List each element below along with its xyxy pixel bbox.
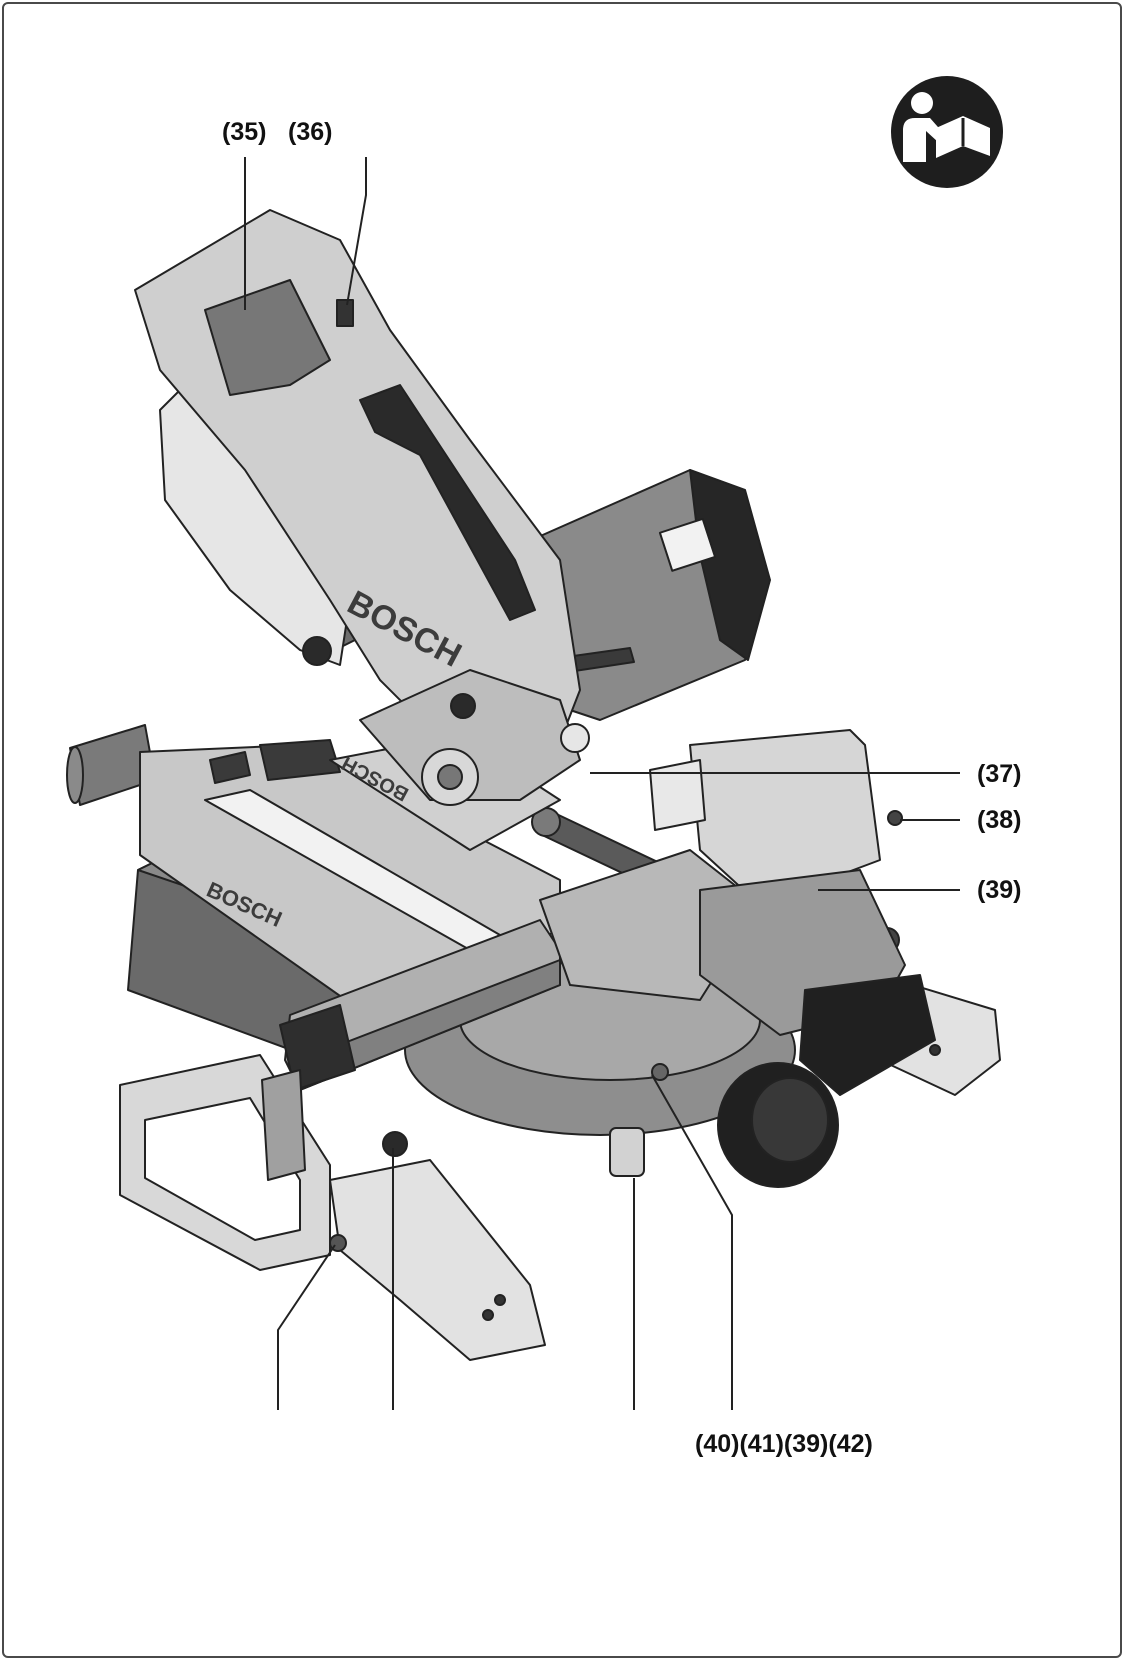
read-manual-icon xyxy=(891,76,1003,188)
callout-bottom: (40)(41)(39)(42) xyxy=(695,1430,873,1458)
saw-head xyxy=(134,209,590,806)
callout-35: (35) xyxy=(222,118,266,146)
callout-37: (37) xyxy=(977,760,1021,788)
leader-lines xyxy=(244,157,960,1410)
callout-36: (36) xyxy=(288,118,332,146)
callout-39: (39) xyxy=(977,876,1021,904)
saw-base xyxy=(119,729,1001,1361)
left-extension xyxy=(66,724,561,1181)
callout-38: (38) xyxy=(977,806,1021,834)
motor xyxy=(519,469,771,721)
front-slide-head xyxy=(699,869,936,1188)
